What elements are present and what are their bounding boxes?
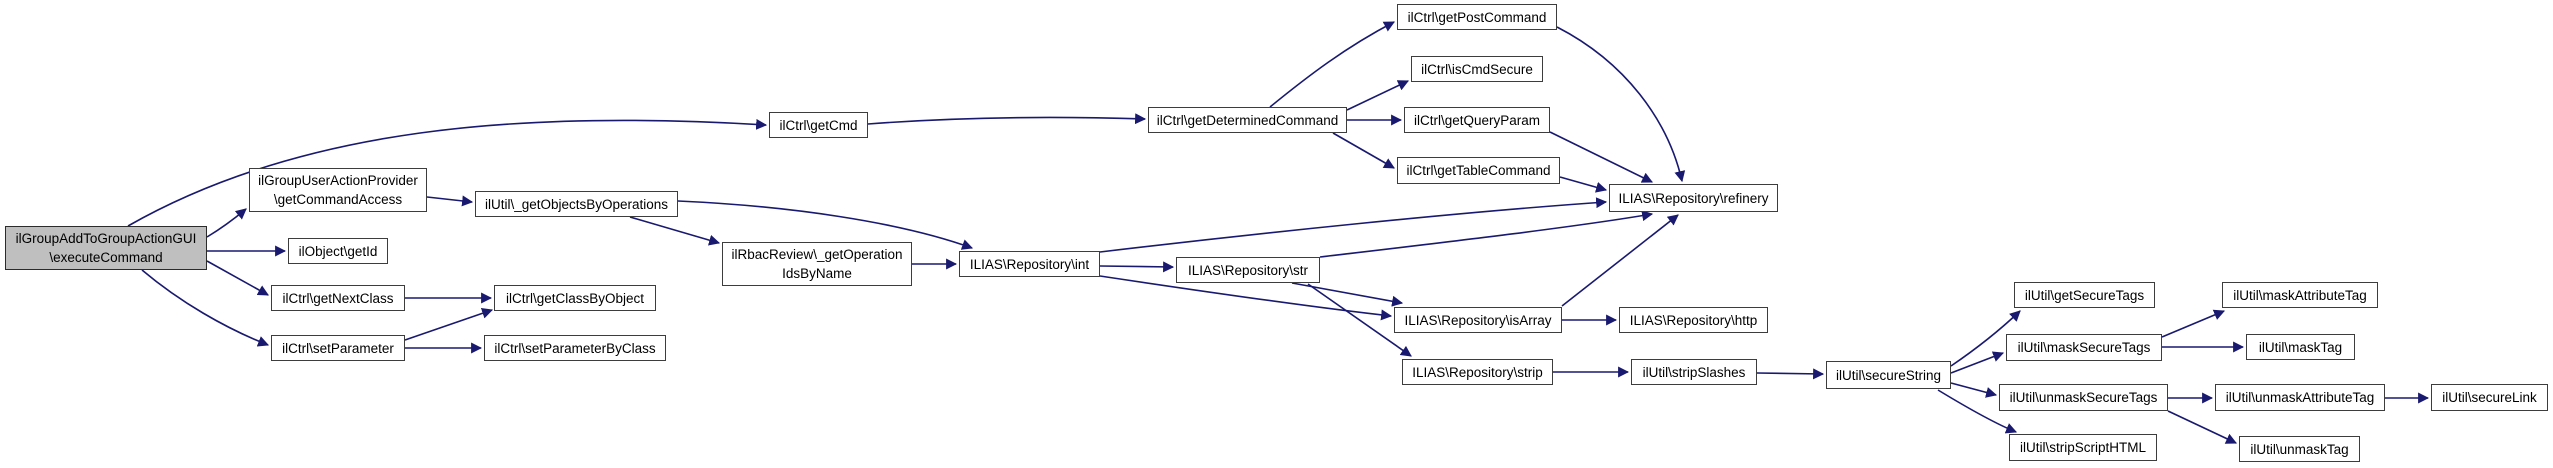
node-label: ilUtil\unmaskSecureTags: [2009, 390, 2158, 405]
node-repository-refinery[interactable]: ILIAS\Repository\refinery: [1609, 184, 1778, 212]
edge-stripSlashes-secureString: [1756, 368, 1825, 380]
edge-repoStr-isArray: [1291, 282, 1404, 307]
edge-getObjectsByOperations-getOperationIdsByName: [629, 216, 721, 246]
node-repository-int[interactable]: ILIAS\Repository\int: [959, 251, 1100, 277]
node-repository-isArray[interactable]: ILIAS\Repository\isArray: [1394, 307, 1562, 333]
edge-repoInt-refinery: [1099, 197, 1608, 253]
node-executeCommand[interactable]: ilGroupAddToGroupActionGUI \executeComma…: [5, 226, 207, 270]
node-label: ilObject\getId: [298, 243, 378, 259]
node-label: ilRbacReview\_getOperation IdsByName: [731, 247, 903, 281]
node-repository-str[interactable]: ILIAS\Repository\str: [1176, 257, 1320, 283]
node-getQueryParam[interactable]: ilCtrl\getQueryParam: [1404, 107, 1550, 133]
node-label: ilUtil\stripScriptHTML: [2019, 440, 2146, 455]
node-label: ilUtil\unmaskAttributeTag: [2225, 390, 2375, 405]
node-stripSlashes[interactable]: ilUtil\stripSlashes: [1631, 359, 1757, 385]
edge-getTableCommand-refinery: [1559, 176, 1608, 193]
edge-executeCommand-getCmd: [127, 118, 768, 227]
edge-secureString-getSecureTags: [1950, 310, 2021, 367]
edge-executeCommand-setParameter: [141, 269, 270, 347]
node-getId[interactable]: ilObject\getId: [288, 238, 388, 264]
edge-getDeterminedCommand-getTableCommand: [1332, 132, 1395, 169]
edge-getObjectsByOperations-repoInt: [677, 200, 974, 250]
node-getCmd[interactable]: ilCtrl\getCmd: [769, 112, 868, 138]
edge-unmaskSecureTags-unmaskTag: [2167, 410, 2237, 444]
node-getCommandAccess[interactable]: ilGroupUserActionProvider \getCommandAcc…: [249, 168, 427, 212]
node-secureString[interactable]: ilUtil\secureString: [1826, 361, 1951, 389]
node-unmaskSecureTags[interactable]: ilUtil\unmaskSecureTags: [1999, 384, 2168, 411]
edge-secureString-maskSecureTags: [1950, 351, 2005, 374]
node-label: ilUtil\maskTag: [2258, 339, 2343, 355]
node-label: ilCtrl\isCmdSecure: [1421, 61, 1533, 77]
node-label: ILIAS\Repository\http: [1629, 312, 1758, 328]
node-getObjectsByOperations[interactable]: ilUtil\_getObjectsByOperations: [475, 191, 678, 217]
node-label: ilCtrl\getPostCommand: [1407, 9, 1547, 25]
node-maskSecureTags[interactable]: ilUtil\maskSecureTags: [2006, 334, 2162, 361]
node-isCmdSecure[interactable]: ilCtrl\isCmdSecure: [1411, 56, 1543, 82]
edge-repoStr-strip: [1307, 283, 1412, 357]
node-label: ilUtil\secureString: [1835, 367, 1942, 383]
node-repository-strip[interactable]: ILIAS\Repository\strip: [1402, 359, 1553, 385]
node-label: ilCtrl\getTableCommand: [1406, 163, 1551, 178]
node-getSecureTags[interactable]: ilUtil\getSecureTags: [2014, 282, 2155, 308]
node-maskAttributeTag[interactable]: ilUtil\maskAttributeTag: [2222, 282, 2378, 308]
node-label: ILIAS\Repository\str: [1187, 262, 1309, 278]
edge-getPostCommand-refinery: [1556, 26, 1686, 183]
edge-repoInt-isArray: [1099, 275, 1393, 321]
node-label: ilCtrl\setParameter: [282, 340, 394, 356]
node-label: ilCtrl\getDeterminedCommand: [1156, 112, 1339, 128]
node-label: ilCtrl\setParameterByClass: [494, 340, 656, 356]
node-label: ilUtil\secureLink: [2442, 390, 2537, 405]
node-label: ilUtil\getSecureTags: [2024, 287, 2145, 303]
node-label: ilCtrl\getClassByObject: [505, 290, 645, 306]
node-label: ilCtrl\getCmd: [779, 117, 858, 133]
node-label: ilUtil\maskSecureTags: [2017, 340, 2151, 355]
node-repository-http[interactable]: ILIAS\Repository\http: [1619, 307, 1768, 333]
edge-repoStr-refinery: [1319, 210, 1654, 258]
edge-repoInt-repoStr: [1099, 261, 1175, 273]
edge-setParameter-getClassByObject: [404, 308, 494, 341]
node-label: ilCtrl\getQueryParam: [1413, 112, 1541, 128]
node-getPostCommand[interactable]: ilCtrl\getPostCommand: [1397, 4, 1557, 30]
node-label: ilGroupUserActionProvider \getCommandAcc…: [258, 173, 418, 207]
node-getDeterminedCommand[interactable]: ilCtrl\getDeterminedCommand: [1148, 107, 1347, 133]
node-label: ILIAS\Repository\refinery: [1618, 190, 1769, 206]
node-label: ilGroupAddToGroupActionGUI \executeComma…: [15, 231, 197, 265]
node-label: ILIAS\Repository\strip: [1412, 364, 1543, 380]
edge-getDeterminedCommand-isCmdSecure: [1346, 80, 1409, 111]
node-label: ilUtil\stripSlashes: [1642, 364, 1746, 380]
edge-secureString-stripScriptHTML: [1937, 389, 2018, 434]
node-label: ilUtil\_getObjectsByOperations: [484, 196, 669, 212]
node-maskTag[interactable]: ilUtil\maskTag: [2246, 334, 2355, 360]
node-label: ILIAS\Repository\int: [969, 256, 1090, 272]
node-setParameterByClass[interactable]: ilCtrl\setParameterByClass: [484, 335, 666, 361]
node-getClassByObject[interactable]: ilCtrl\getClassByObject: [494, 285, 656, 311]
node-getNextClass[interactable]: ilCtrl\getNextClass: [271, 285, 405, 311]
edge-getCmd-getDeterminedCommand: [867, 113, 1147, 125]
node-secureLink[interactable]: ilUtil\secureLink: [2431, 384, 2548, 411]
node-unmaskTag[interactable]: ilUtil\unmaskTag: [2239, 436, 2360, 462]
edge-executeCommand-getNextClass: [206, 260, 269, 296]
edge-maskSecureTags-maskAttributeTag: [2161, 309, 2226, 338]
edge-getDeterminedCommand-getPostCommand: [1269, 21, 1395, 108]
node-getTableCommand[interactable]: ilCtrl\getTableCommand: [1397, 157, 1560, 184]
node-label: ILIAS\Repository\isArray: [1404, 312, 1552, 328]
edge-getCommandAccess-getObjectsByOperations: [426, 195, 474, 207]
node-getOperationIdsByName[interactable]: ilRbacReview\_getOperation IdsByName: [722, 242, 912, 286]
edge-executeCommand-getCommandAccess: [206, 208, 247, 238]
edge-getQueryParam-refinery: [1549, 131, 1653, 183]
edge-isArray-refinery: [1561, 214, 1679, 307]
node-setParameter[interactable]: ilCtrl\setParameter: [271, 335, 405, 361]
node-label: ilUtil\maskAttributeTag: [2233, 287, 2367, 303]
node-unmaskAttributeTag[interactable]: ilUtil\unmaskAttributeTag: [2215, 384, 2385, 411]
node-stripScriptHTML[interactable]: ilUtil\stripScriptHTML: [2009, 434, 2157, 461]
edge-secureString-unmaskSecureTags: [1950, 382, 1998, 398]
node-label: ilUtil\unmaskTag: [2250, 441, 2349, 457]
node-label: ilCtrl\getNextClass: [282, 290, 394, 306]
